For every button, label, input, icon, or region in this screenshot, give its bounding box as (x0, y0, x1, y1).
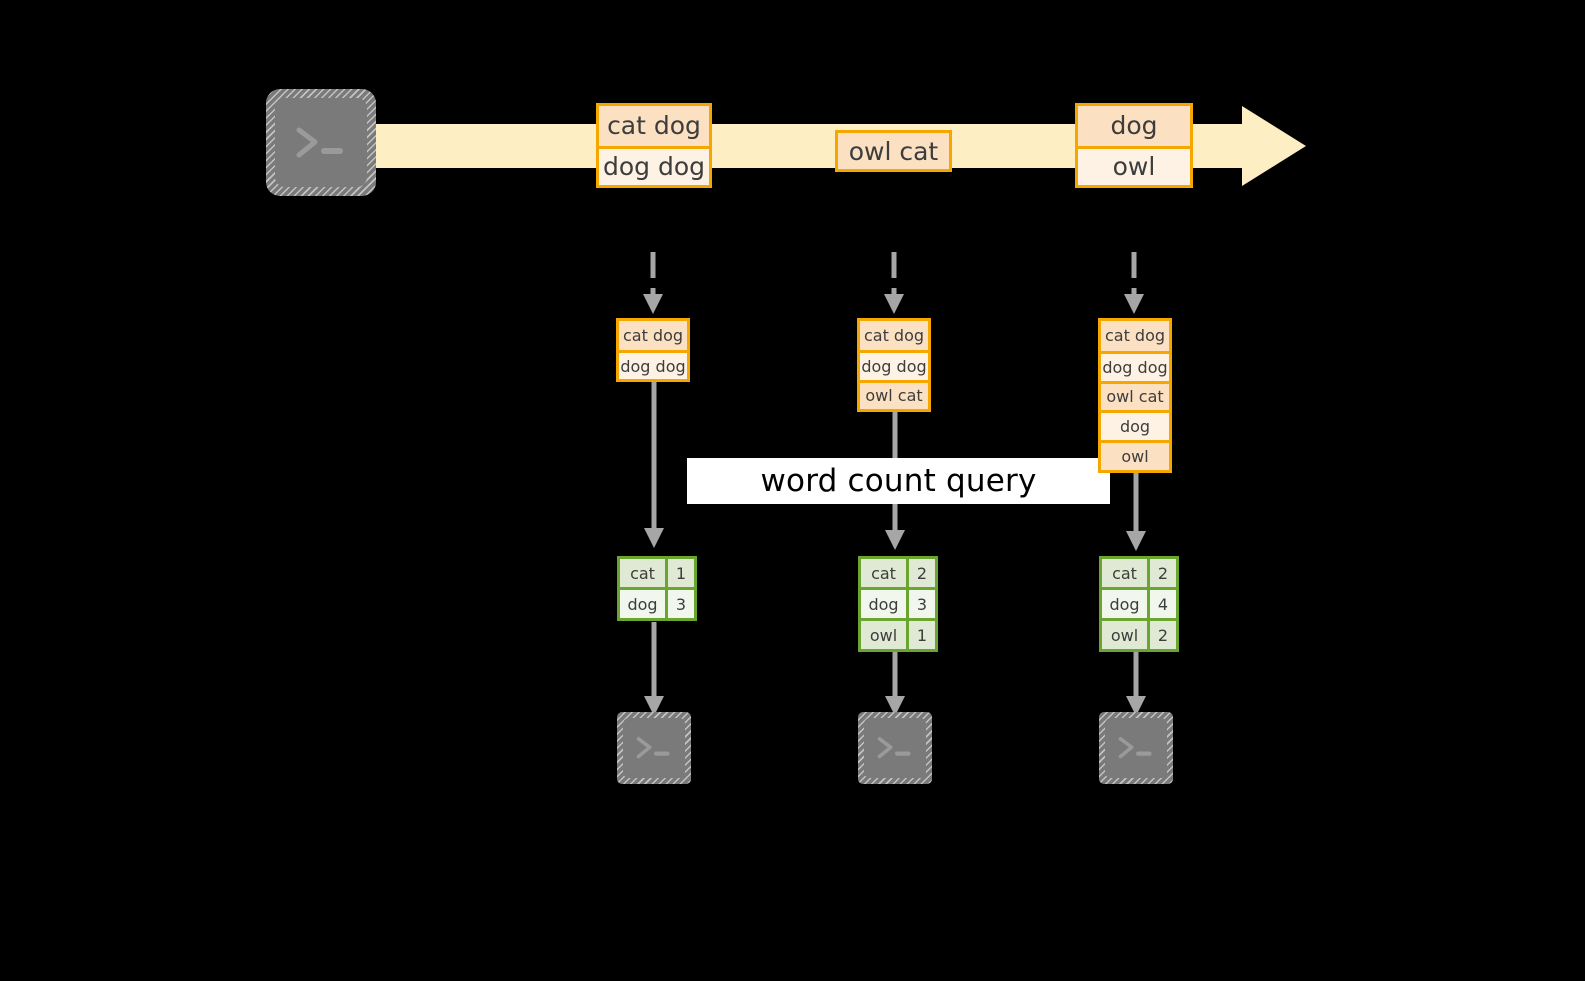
word-count-query-label: word count query (760, 463, 1037, 499)
stream-message-line: cat dog (599, 106, 709, 146)
input-table-t1: cat dog dog dog (616, 318, 690, 382)
result-word: cat (861, 559, 909, 587)
input-table-row: owl (1101, 440, 1169, 470)
result-row: cat 2 (861, 559, 935, 587)
stream-to-table-connector-2 (1124, 252, 1144, 314)
sink-terminal-screen-t3 (1105, 718, 1167, 778)
sink-arrow-t1 (644, 622, 664, 716)
sink-terminal-t3 (1099, 712, 1173, 784)
sink-terminal-screen-t2 (864, 718, 926, 778)
result-row: cat 2 (1102, 559, 1176, 587)
result-row: dog 3 (620, 587, 694, 618)
sink-arrow-t2 (885, 652, 905, 716)
stream-message-line: dog (1078, 106, 1190, 146)
stream-to-table-connector-1 (884, 252, 904, 314)
input-table-row: dog dog (619, 350, 687, 379)
result-table-t1: cat 1 dog 3 (617, 556, 697, 621)
source-terminal-screen (275, 98, 367, 187)
input-table-row: dog dog (860, 350, 928, 380)
word-count-query-banner: word count query (687, 458, 1110, 504)
terminal-prompt-icon (877, 737, 911, 759)
result-count: 1 (668, 559, 694, 587)
input-table-row: dog dog (1101, 350, 1169, 381)
input-table-row: dog (1101, 410, 1169, 441)
result-table-t3: cat 2 dog 4 owl 2 (1099, 556, 1179, 652)
terminal-prompt-icon (1118, 737, 1152, 759)
result-row: dog 4 (1102, 587, 1176, 618)
terminal-prompt-icon (636, 737, 670, 759)
result-count: 2 (1150, 621, 1176, 649)
result-word: dog (861, 590, 909, 618)
stream-message-line: owl cat (838, 133, 949, 169)
input-table-row: cat dog (1101, 321, 1169, 351)
result-count: 3 (909, 590, 935, 618)
input-table-t2: cat dog dog dog owl cat (857, 318, 931, 412)
result-count: 1 (909, 621, 935, 649)
result-word: dog (620, 590, 668, 618)
query-arrow-t3 (1126, 473, 1146, 551)
input-table-row: owl cat (1101, 380, 1169, 411)
stream-message-line: owl (1078, 145, 1190, 185)
result-word: cat (1102, 559, 1150, 587)
input-table-row: cat dog (619, 321, 687, 350)
terminal-prompt-icon (296, 127, 343, 157)
result-count: 4 (1150, 590, 1176, 618)
stream-message-0: cat dog dog dog (596, 103, 712, 188)
stream-to-table-connector-0 (643, 252, 663, 314)
result-row: owl 1 (861, 618, 935, 649)
result-count: 2 (1150, 559, 1176, 587)
source-terminal-icon (266, 89, 376, 196)
result-table-t2: cat 2 dog 3 owl 1 (858, 556, 938, 652)
sink-terminal-t2 (858, 712, 932, 784)
result-count: 3 (668, 590, 694, 618)
input-table-t3: cat dog dog dog owl cat dog owl (1098, 318, 1172, 473)
stream-message-line: dog dog (599, 145, 709, 185)
query-arrow-t1 (644, 382, 664, 548)
result-word: owl (1102, 621, 1150, 649)
stream-message-1: owl cat (835, 130, 952, 172)
sink-terminal-screen-t1 (623, 718, 685, 778)
result-row: cat 1 (620, 559, 694, 587)
result-row: owl 2 (1102, 618, 1176, 649)
result-row: dog 3 (861, 587, 935, 618)
result-word: owl (861, 621, 909, 649)
input-table-row: owl cat (860, 379, 928, 409)
input-table-row: cat dog (860, 321, 928, 351)
stream-message-2: dog owl (1075, 103, 1193, 188)
sink-arrow-t3 (1126, 652, 1146, 716)
result-count: 2 (909, 559, 935, 587)
sink-terminal-t1 (617, 712, 691, 784)
result-word: dog (1102, 590, 1150, 618)
result-word: cat (620, 559, 668, 587)
